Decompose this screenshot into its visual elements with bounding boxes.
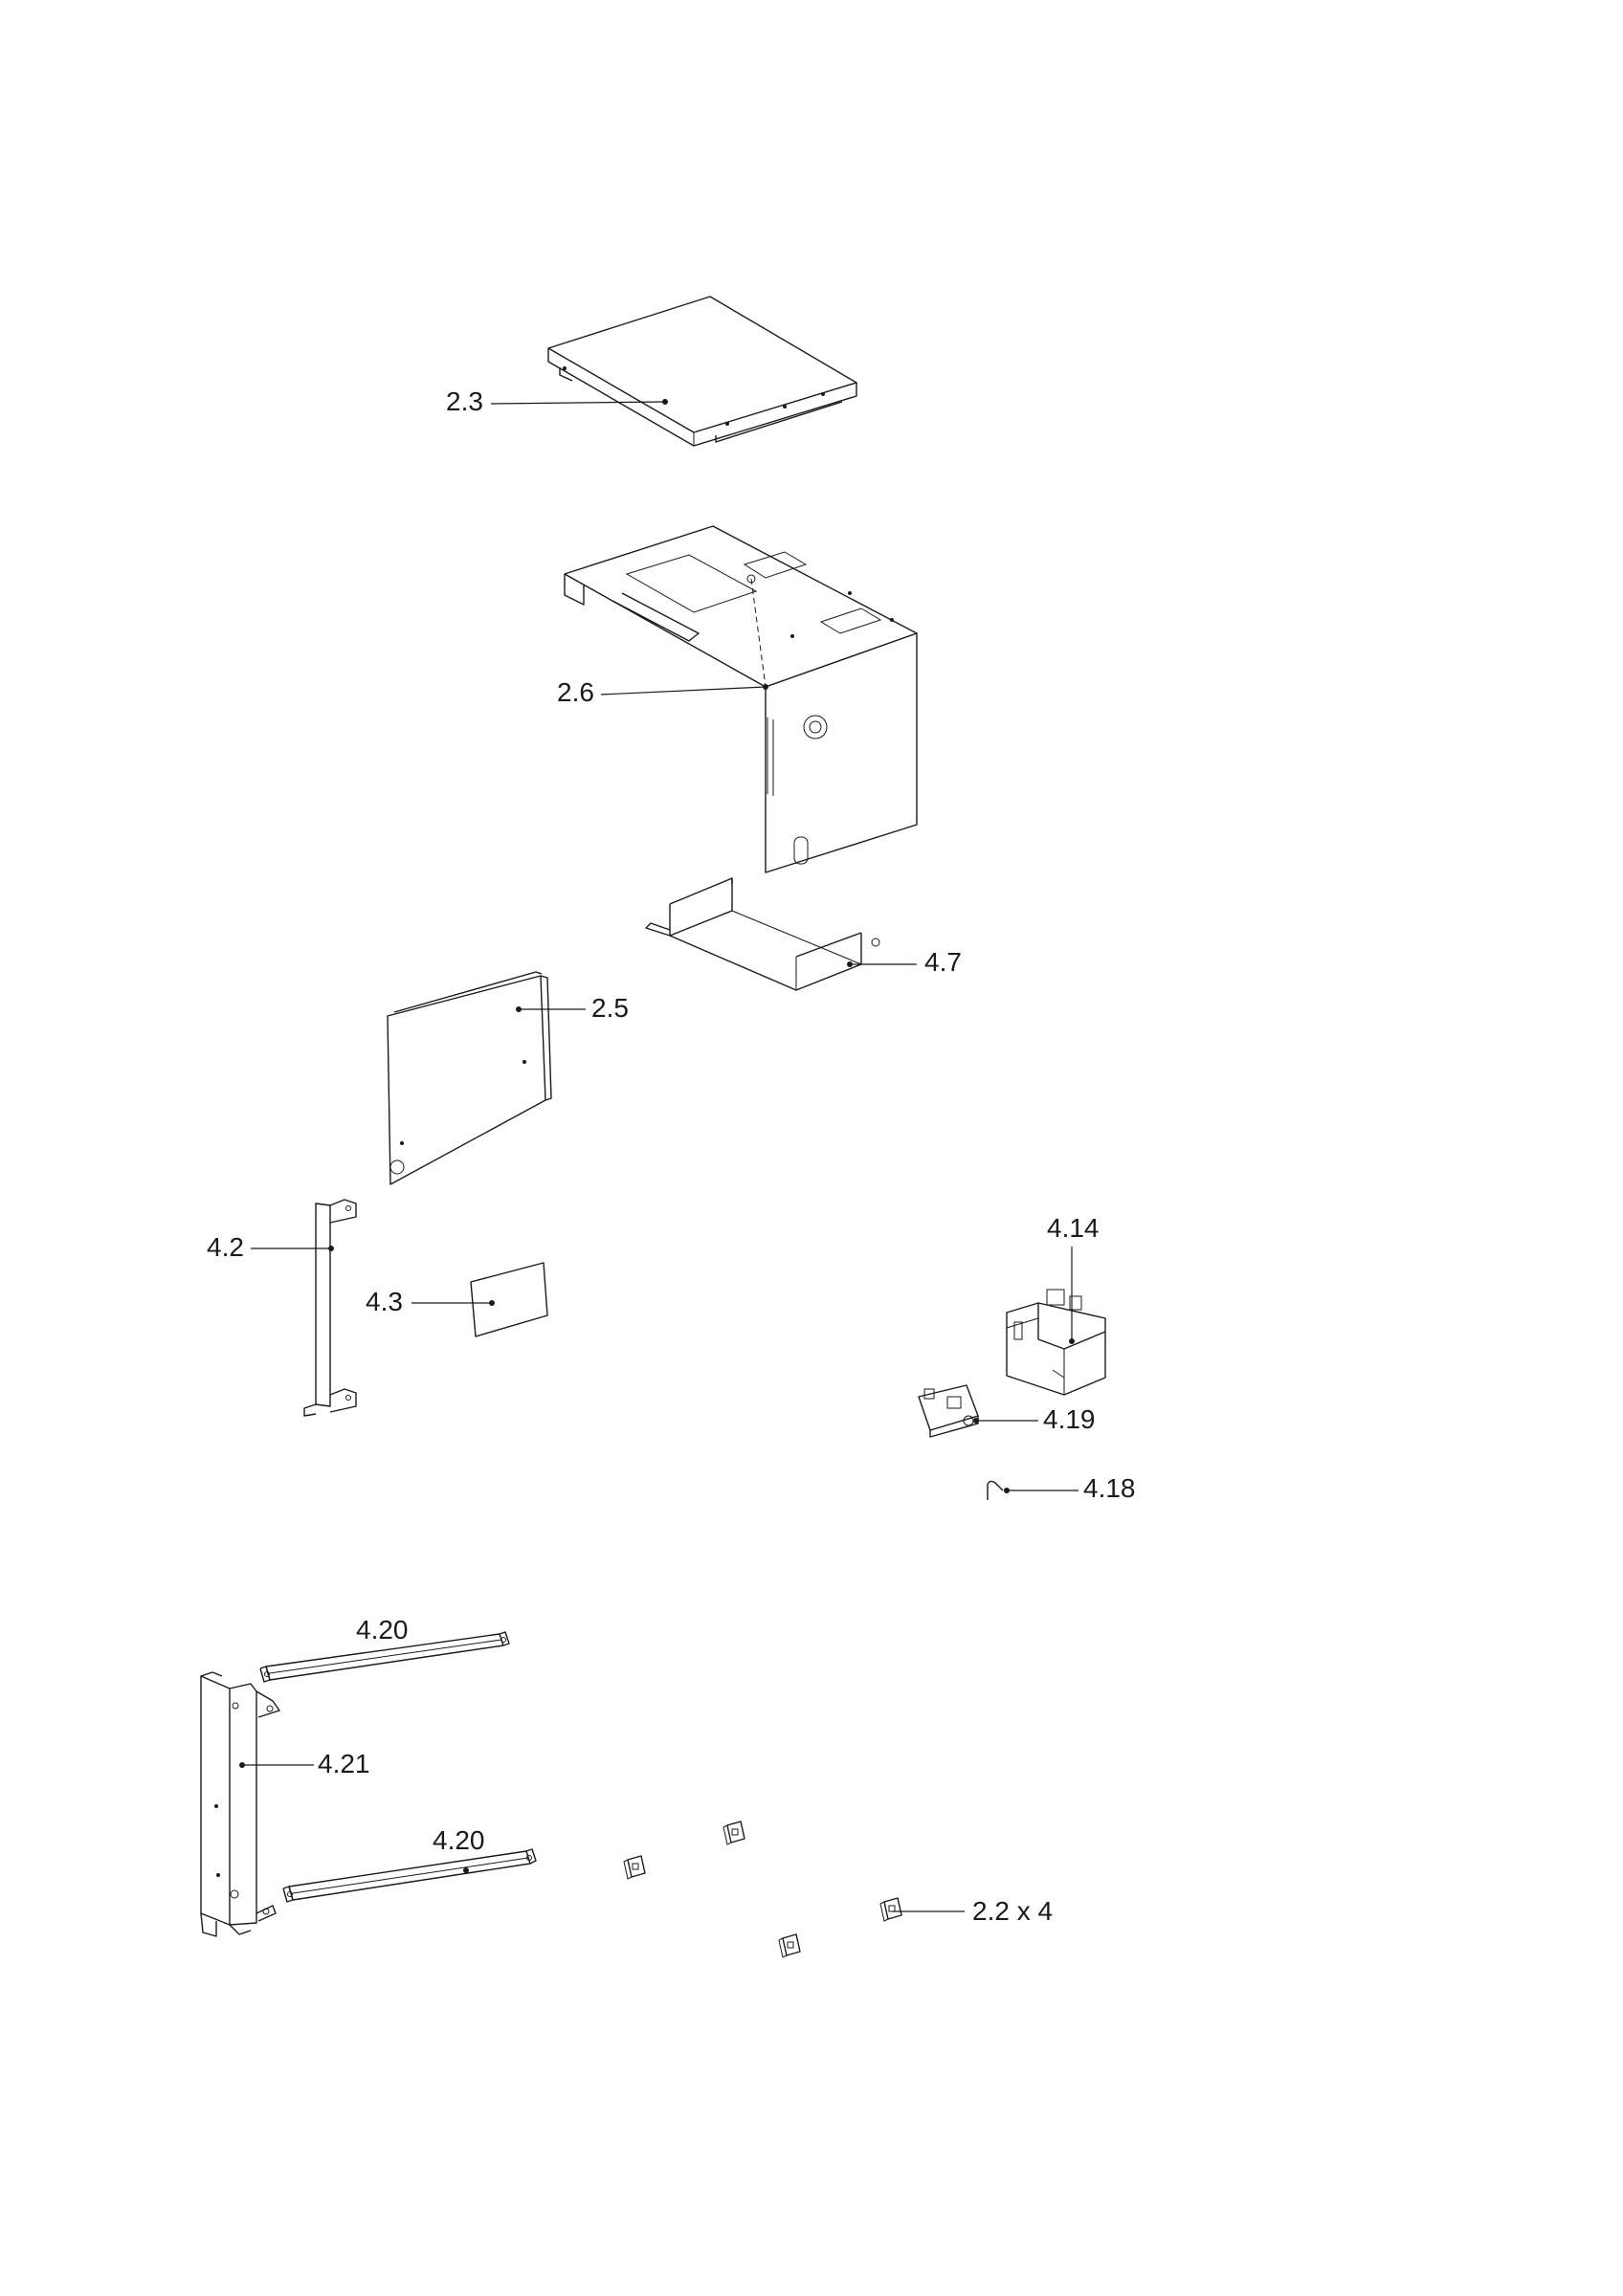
part-foot-2 [623,1855,646,1880]
part-foot-1 [723,1821,745,1845]
part-main-housing [564,525,918,873]
part-vertical-bracket [303,1199,357,1417]
callout-4-18: 4.18 [1083,1473,1136,1503]
part-small-plate [470,1262,548,1337]
callout-4-19: 4.19 [1043,1404,1096,1434]
part-tray [645,877,880,991]
part-rail-top [259,1631,510,1683]
part-rail-bottom [282,1848,537,1903]
callout-4-20-bottom: 4.20 [433,1825,485,1855]
part-frame [200,1671,280,1937]
callout-2-3: 2.3 [446,386,483,416]
callout-2-6: 2.6 [557,677,594,707]
callout-4-3: 4.3 [366,1287,403,1316]
callout-4-20-top: 4.20 [356,1615,409,1645]
part-foot-3 [879,1897,902,1922]
leader-lines [242,401,1078,1912]
callout-4-21: 4.21 [318,1749,370,1778]
callout-2-2: 2.2 x 4 [972,1896,1054,1926]
callout-4-14: 4.14 [1047,1213,1100,1243]
callout-2-5: 2.5 [591,993,629,1023]
part-switch-assembly [918,1384,979,1438]
part-foot-4 [778,1933,801,1958]
part-side-panel [387,971,552,1185]
part-reservoir [1006,1289,1106,1396]
callout-4-7: 4.7 [924,947,962,977]
callout-4-2: 4.2 [207,1232,244,1262]
part-clip [987,1480,1010,1500]
part-top-cover [547,296,857,447]
